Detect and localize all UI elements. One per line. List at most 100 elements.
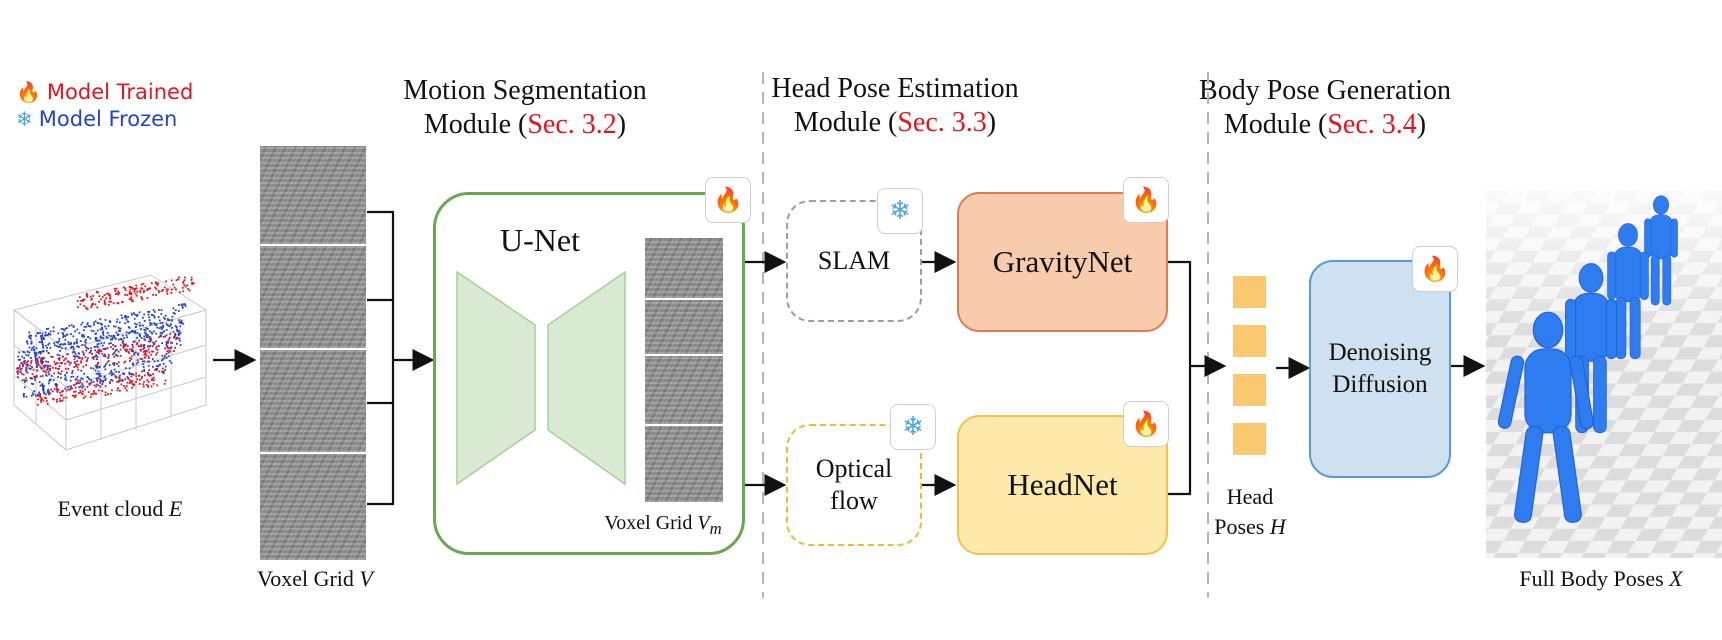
event-point	[136, 343, 138, 346]
event-point	[59, 394, 62, 397]
event-point	[71, 370, 74, 372]
event-point	[64, 357, 67, 360]
event-point	[118, 379, 121, 382]
event-point	[167, 340, 170, 343]
event-point	[128, 290, 131, 293]
event-point	[165, 334, 168, 337]
event-point	[164, 379, 167, 382]
event-point	[99, 328, 102, 331]
event-point	[65, 396, 68, 399]
event-point	[125, 349, 128, 351]
event-point	[98, 372, 101, 375]
event-point	[118, 292, 120, 295]
event-point	[158, 336, 161, 338]
voxel-grid-m-var: V	[697, 512, 710, 534]
event-point	[99, 322, 102, 325]
event-point	[138, 334, 141, 337]
event-point	[110, 335, 113, 337]
event-point	[42, 370, 45, 372]
event-point	[44, 331, 47, 334]
event-point	[130, 349, 133, 352]
event-point	[131, 380, 134, 382]
event-point	[177, 334, 180, 337]
fire-icon: 🔥	[1131, 186, 1161, 214]
event-point	[170, 361, 173, 364]
event-point	[145, 354, 148, 357]
event-point	[148, 316, 150, 319]
event-point	[164, 347, 166, 350]
event-point	[99, 336, 102, 339]
event-point	[88, 382, 91, 385]
event-point	[23, 379, 26, 382]
event-point	[47, 364, 50, 367]
event-point	[22, 373, 25, 376]
event-point	[98, 375, 101, 378]
event-point	[139, 335, 141, 338]
voxel-grid-m-caption: Voxel Grid Vm	[588, 512, 738, 539]
event-point	[140, 296, 143, 298]
event-point	[158, 291, 161, 294]
event-point	[26, 342, 29, 345]
event-point	[162, 358, 164, 361]
event-point	[68, 363, 71, 366]
event-point	[161, 371, 164, 373]
event-point	[143, 380, 145, 383]
event-point	[153, 315, 156, 318]
event-point	[136, 378, 139, 381]
event-point	[125, 385, 128, 387]
event-point	[161, 332, 163, 335]
event-point	[142, 348, 145, 350]
event-point	[36, 358, 39, 361]
event-point	[155, 332, 158, 335]
event-point	[98, 348, 101, 351]
unet-decoder	[547, 270, 626, 486]
event-point	[179, 339, 181, 342]
event-point	[29, 368, 32, 370]
event-point	[166, 342, 168, 345]
event-point	[66, 353, 69, 356]
event-point	[110, 379, 113, 381]
event-point	[97, 351, 100, 354]
event-point	[99, 385, 102, 388]
event-point	[124, 287, 127, 290]
event-point	[111, 337, 114, 339]
event-point	[36, 369, 38, 372]
event-point	[56, 345, 58, 347]
event-point	[150, 353, 152, 356]
event-point	[167, 346, 169, 349]
masked-voxel-3	[644, 355, 724, 425]
event-point	[108, 342, 110, 345]
event-point	[22, 363, 24, 366]
event-point	[65, 379, 68, 381]
event-point	[79, 340, 82, 342]
event-point	[48, 342, 51, 345]
event-point	[37, 403, 39, 406]
event-point	[98, 300, 100, 303]
event-point	[111, 389, 113, 392]
event-point	[103, 341, 106, 344]
event-point	[47, 361, 50, 363]
event-point	[147, 310, 149, 313]
event-point	[156, 368, 158, 370]
head-poses-caption: Head Poses H	[1200, 482, 1300, 542]
event-point	[182, 280, 185, 283]
event-point	[28, 367, 31, 370]
event-point	[95, 372, 98, 375]
event-point	[26, 361, 28, 364]
event-point	[39, 393, 42, 396]
event-point	[35, 361, 38, 364]
event-point	[69, 379, 72, 382]
event-point	[37, 351, 40, 354]
event-point	[90, 381, 93, 384]
event-point	[60, 343, 63, 345]
event-point	[102, 330, 105, 333]
event-point	[74, 353, 77, 355]
event-point	[77, 368, 80, 371]
event-point	[130, 291, 132, 294]
event-point	[182, 322, 185, 325]
head-title-line1: Head Pose Estimation	[771, 73, 1019, 104]
event-point	[104, 303, 107, 306]
event-point	[64, 374, 66, 376]
event-point	[131, 373, 134, 375]
